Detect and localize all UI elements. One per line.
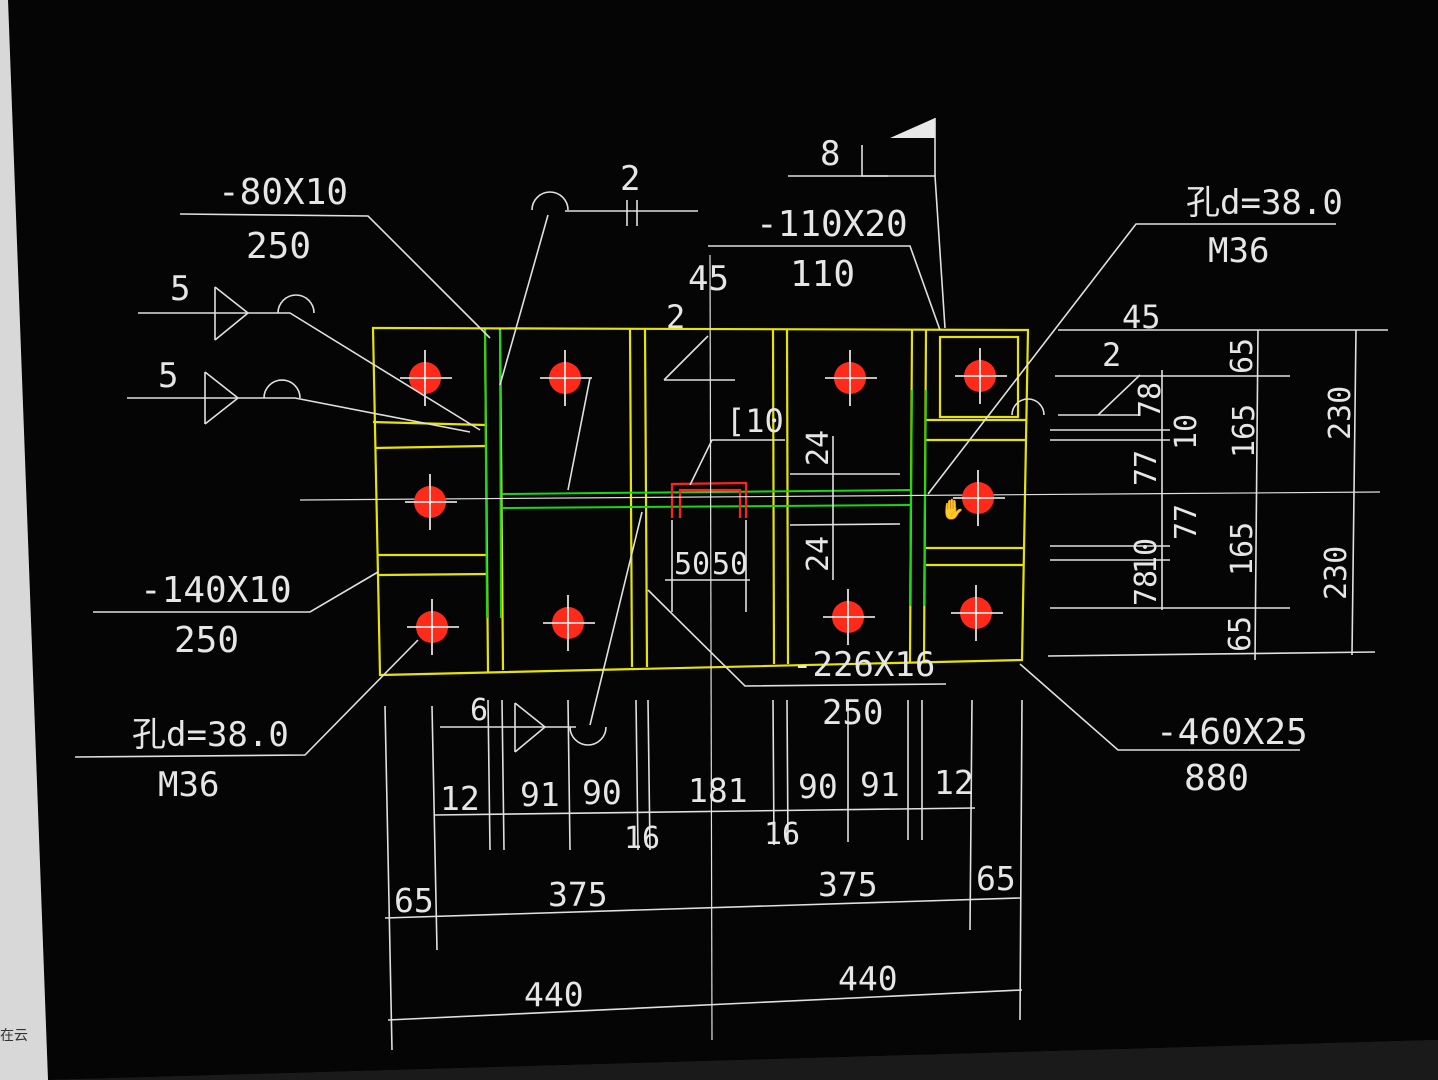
row3-0: 440 (524, 975, 584, 1014)
bot-mid-size: -226X16 (792, 645, 935, 685)
row2-3: 65 (976, 859, 1016, 898)
ml-plate-len: 250 (174, 620, 239, 661)
bolt-hole (825, 350, 877, 406)
row3-1: 440 (838, 959, 898, 998)
right-col1-0: 78 (1133, 382, 1168, 418)
inner-50-a: 50 (674, 547, 710, 582)
bolt-holes (400, 348, 1007, 655)
inner-24-a: 24 (801, 430, 836, 466)
right-dimensions: 78 77 10 77 10 78 65 165 165 65 230 230 (1047, 329, 1388, 661)
row1-small-b: 16 (764, 817, 800, 852)
bl-hole: 孔d=38.0 (132, 715, 289, 755)
channel-section (670, 481, 748, 518)
edge-chars: 在云 (0, 1028, 28, 1044)
bolt-hole (955, 348, 1007, 404)
br-plate-len: 880 (1184, 758, 1249, 799)
cad-screen (8, 0, 1438, 1080)
inner-dimensions: 24 24 50 50 (665, 430, 901, 612)
right-col2-1: 165 (1227, 404, 1262, 458)
ml-plate-size: -140X10 (140, 570, 292, 611)
row2-0: 65 (394, 881, 434, 920)
right-2: 2 (1102, 336, 1121, 374)
right-col2-3: 65 (1223, 616, 1258, 652)
row1-6: 12 (934, 763, 974, 802)
row1-0: 12 (440, 779, 480, 818)
bottom-dimensions: 12 91 90 181 90 91 12 16 16 65 375 375 6… (384, 699, 1023, 1051)
bolt-hole (540, 350, 592, 406)
bolt-hole (407, 599, 459, 655)
tr-hole: 孔d=38.0 (1186, 183, 1343, 223)
right-col1-small-b: 10 (1129, 538, 1164, 574)
right-col1-2: 77 (1169, 504, 1204, 540)
row1-5: 91 (860, 765, 900, 804)
row1-4: 90 (798, 767, 838, 806)
right-col2-2: 165 (1225, 522, 1260, 576)
bolt-hole (543, 595, 595, 651)
row1-1: 91 (520, 775, 560, 814)
bolt-hole (823, 589, 875, 645)
top-weld-2: 2 (620, 159, 640, 199)
top-mid-size: -110X20 (756, 204, 908, 245)
weld-5b: 5 (158, 356, 178, 396)
right-col1-3: 78 (1129, 570, 1164, 606)
right-col3-1: 230 (1319, 546, 1354, 600)
top-mid-len: 110 (790, 254, 855, 295)
stiffener-lines (484, 329, 927, 619)
monitor-bezel-bottom (48, 1040, 1438, 1080)
inner-50-b: 50 (712, 547, 748, 582)
row1-3: 181 (688, 771, 748, 810)
row1-2: 90 (582, 773, 622, 812)
monitor-bezel-left (0, 0, 48, 1080)
row2-1: 375 (548, 875, 608, 914)
right-col3-0: 230 (1323, 386, 1358, 440)
right-col1-small-a: 10 (1169, 414, 1204, 450)
row1-small-a: 16 (624, 821, 660, 856)
row2-2: 375 (818, 865, 878, 904)
tr-bolt: M36 (1208, 231, 1269, 271)
hand-cursor-icon: ✋ (940, 497, 965, 521)
weld-5a: 5 (170, 269, 190, 309)
bolt-hole (405, 474, 457, 530)
bl-bolt: M36 (158, 765, 219, 805)
bolt-hole (953, 470, 1005, 526)
bolt-hole (951, 585, 1003, 641)
inner-2: 2 (666, 298, 685, 336)
br-plate-size: -460X25 (1156, 712, 1308, 753)
inner-24-b: 24 (801, 536, 836, 572)
dim-45-top: 45 (688, 259, 729, 299)
weld-6: 6 (470, 693, 488, 728)
tl-plate-size: -80X10 (218, 172, 348, 213)
annotation-leaders (74, 118, 1336, 758)
bot-mid-len: 250 (822, 693, 883, 733)
top-weld-8: 8 (820, 134, 840, 174)
annotation-texts: -80X10 250 5 5 -140X10 250 孔d=38.0 M36 2… (132, 134, 1343, 805)
right-col1-1: 77 (1129, 450, 1164, 486)
channel-label: [10 (726, 402, 784, 440)
right-col2-0: 65 (1225, 338, 1260, 374)
tl-plate-len: 250 (246, 226, 311, 267)
